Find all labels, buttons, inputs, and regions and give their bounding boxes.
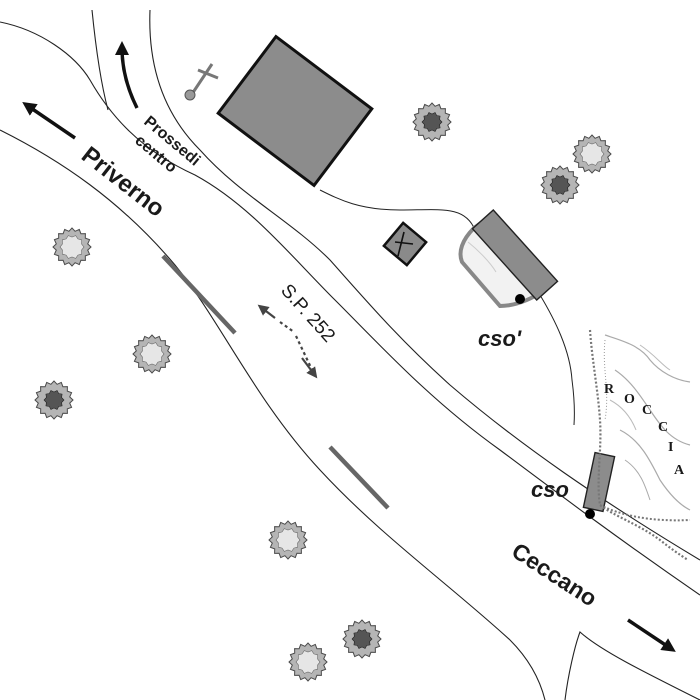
roccia-letter-i: I: [668, 440, 673, 455]
guard-rail-2: [328, 445, 390, 510]
roccia-letter-o: O: [624, 392, 635, 407]
bush-icon: [288, 642, 328, 682]
rock-area: [588, 329, 691, 561]
arrow-prossedi: [115, 41, 139, 109]
label-cso-prime: cso': [478, 326, 522, 351]
cross-icon: [184, 63, 219, 101]
tree-icon: [540, 165, 580, 205]
cso-point: [585, 509, 595, 519]
road-edge-top: [149, 9, 700, 561]
access-path: [319, 189, 476, 231]
bush-icon: [132, 334, 172, 374]
bush-icon: [268, 520, 308, 560]
roccia-letter-c1: C: [642, 403, 652, 418]
label-road: S.P. 252: [276, 280, 339, 346]
tree-icon: [412, 102, 452, 142]
church-cross-icon: [382, 221, 428, 267]
road-edge-left-top: [0, 21, 700, 596]
label-cso: cso: [531, 477, 569, 502]
vegetation: [34, 102, 612, 682]
bush-icon: [572, 134, 612, 174]
label-ceccano: Ceccano: [507, 537, 602, 611]
roccia-letter-c2: C: [658, 420, 668, 435]
arrow-priverno: [22, 102, 76, 140]
arrow-ceccano: [627, 618, 676, 652]
tree-icon: [34, 380, 74, 420]
building-main: [216, 34, 374, 188]
label-roccia: R O C C I A: [604, 382, 685, 478]
access-path-2: [539, 294, 575, 426]
road-edge-bottom-right: [564, 631, 700, 700]
bush-icon: [52, 227, 92, 267]
roccia-letter-a: A: [674, 463, 685, 478]
tree-icon: [342, 619, 382, 659]
road-edge-lower-left: [0, 129, 546, 700]
cso-prime-structure: [458, 208, 559, 309]
road-direction-arrows: [257, 304, 318, 379]
road-edge-left-short: [91, 9, 109, 111]
guard-rail-1: [161, 254, 237, 335]
roccia-letter-r: R: [604, 382, 615, 397]
cso-prime-point: [515, 294, 525, 304]
